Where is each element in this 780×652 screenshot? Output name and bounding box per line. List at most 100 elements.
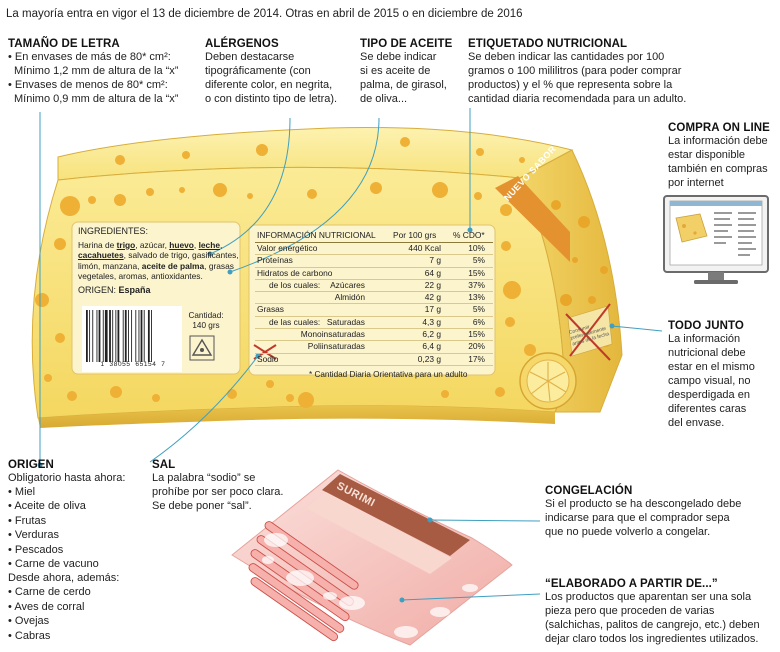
all-together-line-1: La información xyxy=(668,333,741,345)
nutrition-row-pct: 10% xyxy=(468,243,485,253)
nutrition-row: Poliinsaturadas 6,4 g 20% xyxy=(255,341,493,354)
nutrition-row: Proteínas 7 g 5% xyxy=(255,255,493,268)
allergens-line-4: o con distinto tipo de letra). xyxy=(205,93,338,105)
all-together-line-7: del envase. xyxy=(668,417,725,429)
online-shopping-block: COMPRA ON LINE La información debe estar… xyxy=(668,122,778,190)
origin-item: Carne de vacuno xyxy=(8,557,148,571)
ingredients-part: , grasas vegetales, aromas, antioxidante… xyxy=(78,260,234,282)
font-size-block: TAMAÑO DE LETRA • En envases de más de 8… xyxy=(8,38,213,106)
origin-item: Pescados xyxy=(8,543,148,557)
nutrition-row-sublabel: Almidón xyxy=(334,292,365,303)
computer-monitor xyxy=(663,195,769,284)
nutrition-row-label: de los cuales: xyxy=(269,279,321,290)
nutrition-row-value: 6,2 g xyxy=(422,329,441,340)
allergens-block: ALÉRGENOS Deben destacarse tipográficame… xyxy=(205,38,355,106)
barcode-number: 1 38055 65154 7 xyxy=(100,361,166,368)
quantity-block: Cantidad: 140 grs xyxy=(178,311,234,331)
quantity-label: Cantidad: xyxy=(188,311,224,320)
allergen-trigo: trigo xyxy=(116,239,136,250)
oil-type-block: TIPO DE ACEITE Se debe indicar si es ace… xyxy=(360,38,470,106)
nutrition-row-pct: 20% xyxy=(468,341,485,352)
salt-title: SAL xyxy=(152,459,176,471)
oil-type-line-4: de oliva... xyxy=(360,93,408,105)
origin-item: Cabras xyxy=(8,629,148,643)
freezing-block: CONGELACIÓN Si el producto se ha descong… xyxy=(545,485,777,539)
nutrition-row-label: Sodio xyxy=(257,353,279,364)
origin-item: Carne de cerdo xyxy=(8,585,148,599)
origin-list-new: Carne de cerdo Aves de corral Ovejas Cab… xyxy=(8,585,148,643)
nutrition-row-pct: 5% xyxy=(472,304,485,315)
nutrition-row-pct: 15% xyxy=(468,267,485,278)
nutrition-row-pct: 13% xyxy=(468,292,485,303)
nutrition-row-label: Grasas xyxy=(257,304,284,315)
origin-label: ORIGEN: xyxy=(78,284,119,295)
nutrition-row-value: 4,3 g xyxy=(422,316,441,327)
nuevo-sabor-banner xyxy=(495,176,570,262)
recycle-icon xyxy=(189,335,215,361)
origin-list-current: Miel Aceite de oliva Frutas Verduras Pes… xyxy=(8,485,148,571)
nutrition-row: Hidratos de carbono 64 g 15% xyxy=(255,268,493,280)
ingredients-label: INGREDIENTES: Harina de trigo, azúcar, h… xyxy=(78,226,240,296)
font-size-line-1: • En envases de más de 80* cm²: xyxy=(8,51,171,63)
nutrition-row-value: 0,23 g xyxy=(417,353,441,364)
allergens-title: ALÉRGENOS xyxy=(205,38,279,50)
origin-title: ORIGEN xyxy=(8,459,54,471)
nutrition-row-value: 64 g xyxy=(424,267,441,278)
nutrition-row-value: 22 g xyxy=(424,279,441,290)
nutrition-row-pct: 5% xyxy=(472,255,485,266)
nutrition-row-sublabel: Poliinsaturadas xyxy=(307,341,365,352)
oil-type-line-2: si es aceite de xyxy=(360,65,431,77)
ingredients-text: Harina de trigo, azúcar, huevo, leche, c… xyxy=(78,240,240,282)
oil-type-title: TIPO DE ACEITE xyxy=(360,38,453,50)
ingredients-part: , salvado de trigo, gasificantes, limón,… xyxy=(78,250,239,271)
nutrition-row-pct: 17% xyxy=(468,353,485,364)
nutrition-row-value: 6,4 g xyxy=(422,341,441,352)
nutrition-header-title: INFORMACIÓN NUTRICIONAL xyxy=(257,230,376,240)
nutrition-row-label: Hidratos de carbono xyxy=(257,267,333,278)
allergens-line-3: diferente color, en negrita, xyxy=(205,79,333,91)
surimi-package xyxy=(231,469,513,646)
all-together-line-6: diferentes caras xyxy=(668,403,747,415)
nutrition-header-cdo: % CDO* xyxy=(453,230,485,240)
font-size-title: TAMAÑO DE LETRA xyxy=(8,38,120,50)
palm-oil-text: aceite de palma xyxy=(141,260,205,271)
nutrition-labeling-block: ETIQUETADO NUTRICIONAL Se deben indicar … xyxy=(468,38,778,106)
nutrition-labeling-line-1: Se deben indicar las cantidades por 100 xyxy=(468,51,665,63)
made-from-line-2: pieza pero que proceden de varias xyxy=(545,605,715,617)
online-shopping-line-1: La información debe xyxy=(668,135,768,147)
origin-item: Aves de corral xyxy=(8,600,148,614)
allergen-leche: leche xyxy=(198,239,220,250)
allergens-line-1: Deben destacarse xyxy=(205,51,295,63)
made-from-line-1: Los productos que aparentan ser una sola xyxy=(545,591,752,603)
nutrition-row-value: 7 g xyxy=(429,255,441,266)
nutrition-row-label: Proteínas xyxy=(257,255,293,266)
oil-type-line-3: palma, de girasol, xyxy=(360,79,447,91)
nutrition-labeling-line-2: gramos o 100 mililitros (para poder comp… xyxy=(468,65,682,77)
freezing-line-3: que no puede volverlo a congelar. xyxy=(545,526,711,538)
nutrition-row-pct: 15% xyxy=(468,329,485,340)
nutrition-row-value: 42 g xyxy=(424,292,441,303)
ingredients-part: , xyxy=(193,239,199,250)
ingredients-part: , azúcar, xyxy=(135,239,170,250)
nutrition-label-box xyxy=(248,224,496,376)
origin-intro: Obligatorio hasta ahora: xyxy=(8,472,126,484)
freezing-title: CONGELACIÓN xyxy=(545,485,633,497)
ingredients-title: INGREDIENTES: xyxy=(78,226,149,236)
online-shopping-title: COMPRA ON LINE xyxy=(668,122,770,134)
allergen-cacahuetes: cacahuetes xyxy=(78,250,124,261)
nutrition-row-value: 17 g xyxy=(424,304,441,315)
salt-line-2: prohíbe por ser poco clara. xyxy=(152,486,284,498)
all-together-line-5: desperdigada en xyxy=(668,389,750,401)
all-together-line-3: estar en el mismo xyxy=(668,361,755,373)
allergen-huevo: huevo xyxy=(169,239,194,250)
nutrition-row-label: Valor energético xyxy=(257,243,318,253)
origin-item: Frutas xyxy=(8,514,148,528)
nutrition-labeling-title: ETIQUETADO NUTRICIONAL xyxy=(468,38,628,50)
all-together-block: TODO JUNTO La información nutricional de… xyxy=(668,320,778,430)
nutrition-labeling-line-4: cantidad diaria recomendada para un adul… xyxy=(468,93,687,105)
